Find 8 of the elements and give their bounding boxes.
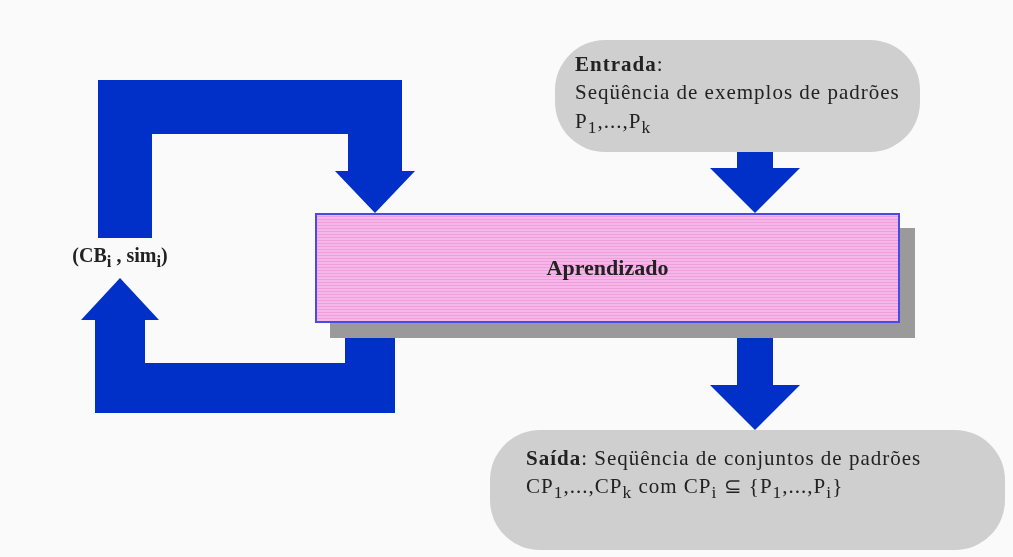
box-text: Saída: Seqüência de conjuntos de padrões CP$_{1}$,...,CP$_{k}$ com CP$_{i}$ ⊆ {P$_{1}$,...,P$_{i}$} [526,445,923,505]
block-arrow [81,278,395,413]
box-text: Seqüência de exemplos de padrões P$_{1}$,...,P$_{k}$ [575,79,901,139]
process-label: Aprendizado [546,255,669,281]
block-arrow [710,152,800,213]
box-heading: Entrada: [575,51,665,78]
output-box [490,430,1005,550]
feedback-label-text: (CB$_{i}$ , sim$_{i}$) [72,244,168,272]
